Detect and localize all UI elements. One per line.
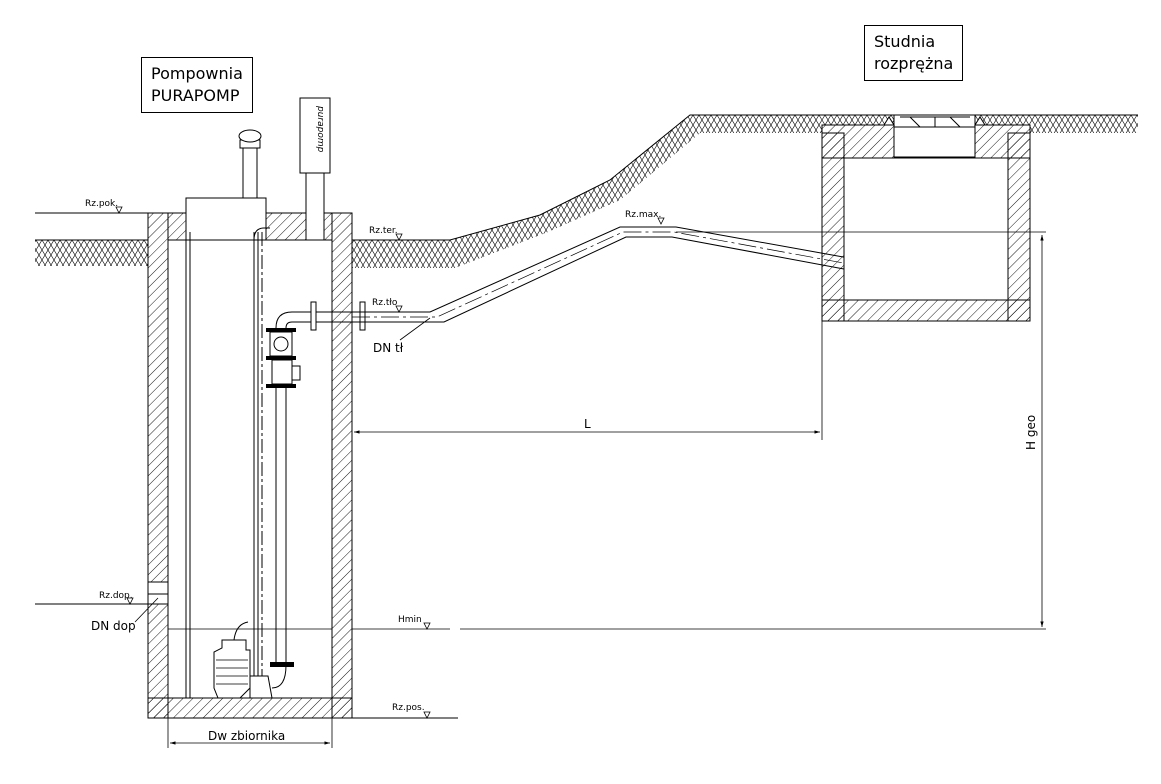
relief-well-title: Studnia rozprężna: [864, 25, 964, 81]
pump-hatching: [216, 659, 248, 685]
dn-tl-leader: [399, 317, 431, 341]
dn-dop-label: DN dop: [91, 619, 136, 633]
pump-station-tank: [147, 197, 353, 719]
pressure-line-top: [352, 226, 861, 313]
hmin-label: Hmin: [398, 615, 422, 625]
tank-inlet-opening: [147, 581, 169, 605]
gate-valve: [271, 359, 293, 385]
rz-pok-label: Rz.pok.: [85, 199, 118, 209]
riser-top-bend: [253, 227, 270, 241]
control-cabinet-body: [299, 97, 331, 174]
pump-cable: [233, 621, 249, 641]
well-manhole-lid: [900, 116, 970, 128]
wall-flange-inner: [310, 301, 317, 331]
levels-and-dimensions: Rz.pok. Rz.ter. Rz.max. Rz.tło DN tł L H…: [35, 199, 1046, 748]
rz-tlo-label: Rz.tło: [372, 298, 398, 308]
control-cabinet: purapomp: [299, 97, 331, 241]
well-wall-right: [1007, 132, 1031, 322]
relief-well-title-line1: Studnia: [874, 32, 936, 51]
flange-3: [266, 384, 296, 388]
outlet-elbow-inner: [285, 321, 300, 329]
pumping-station-title-line1: Pompownia: [151, 64, 243, 83]
soil-right: [352, 115, 1138, 268]
check-valve-disc: [273, 336, 289, 352]
relief-well: [821, 114, 1031, 322]
rz-dop-label: Rz.dop.: [99, 591, 133, 601]
soil-left: [35, 240, 148, 266]
pumping-station-title-line2: PURAPOMP: [151, 86, 240, 105]
gate-valve-handle: [291, 365, 301, 381]
ground-soil: [35, 114, 1138, 268]
outlet-elbow: [275, 311, 300, 329]
tank-cover-left: [167, 212, 187, 241]
flange-4: [270, 662, 294, 667]
vent-pipe: [238, 129, 262, 199]
manhole-support-right: [974, 116, 986, 126]
pump-pipework: [213, 227, 301, 699]
manhole-support-left: [883, 116, 895, 126]
tank-bottom: [147, 697, 353, 719]
ground-line-right: [352, 114, 1138, 241]
rz-pos-label: Rz.pos.: [392, 703, 425, 713]
rz-tlo-marker: [395, 305, 403, 313]
rz-pos-marker: [423, 711, 431, 719]
vent-cap: [238, 129, 262, 143]
rz-pok-marker: [115, 206, 123, 214]
flange-1: [266, 328, 296, 332]
tank-wall-left: [147, 212, 169, 719]
pumping-station-title: Pompownia PURAPOMP: [141, 57, 253, 113]
rz-ter-marker: [395, 233, 403, 241]
hmin-marker: [423, 622, 431, 630]
brand-mark: purapomp: [315, 105, 325, 153]
vent-stem: [242, 147, 258, 199]
l-label: L: [584, 417, 591, 431]
submersible-pump: [213, 639, 251, 699]
h-geo-label: H geo: [1024, 415, 1038, 450]
tank-wall-right: [331, 212, 353, 719]
well-wall-left: [821, 132, 845, 322]
rz-max-label: Rz.max.: [625, 210, 661, 220]
access-hatch: [185, 197, 267, 241]
rz-ter-label: Rz.ter.: [369, 226, 398, 236]
pump-discharge-foot: [249, 675, 273, 699]
well-bottom: [821, 299, 1031, 322]
relief-well-title-line2: rozprężna: [874, 54, 954, 73]
dw-zbiornika-label: Dw zbiornika: [208, 729, 285, 743]
well-slab-right: [974, 124, 1031, 159]
dn-tl-label: DN tł: [373, 341, 404, 355]
well-slab-left: [821, 124, 895, 159]
flange-2: [266, 356, 296, 360]
foot-bend: [271, 664, 287, 689]
rz-max-marker: [657, 217, 665, 225]
control-cabinet-post: [305, 172, 325, 241]
dn-dop-leader: [134, 597, 159, 623]
pressure-line-bottom: [352, 236, 861, 323]
rz-dop-marker: [126, 597, 134, 605]
well-inner: [843, 157, 1009, 301]
wall-flange-outer: [359, 301, 366, 331]
well-manhole: [893, 124, 976, 158]
pressure-line: [300, 226, 861, 331]
